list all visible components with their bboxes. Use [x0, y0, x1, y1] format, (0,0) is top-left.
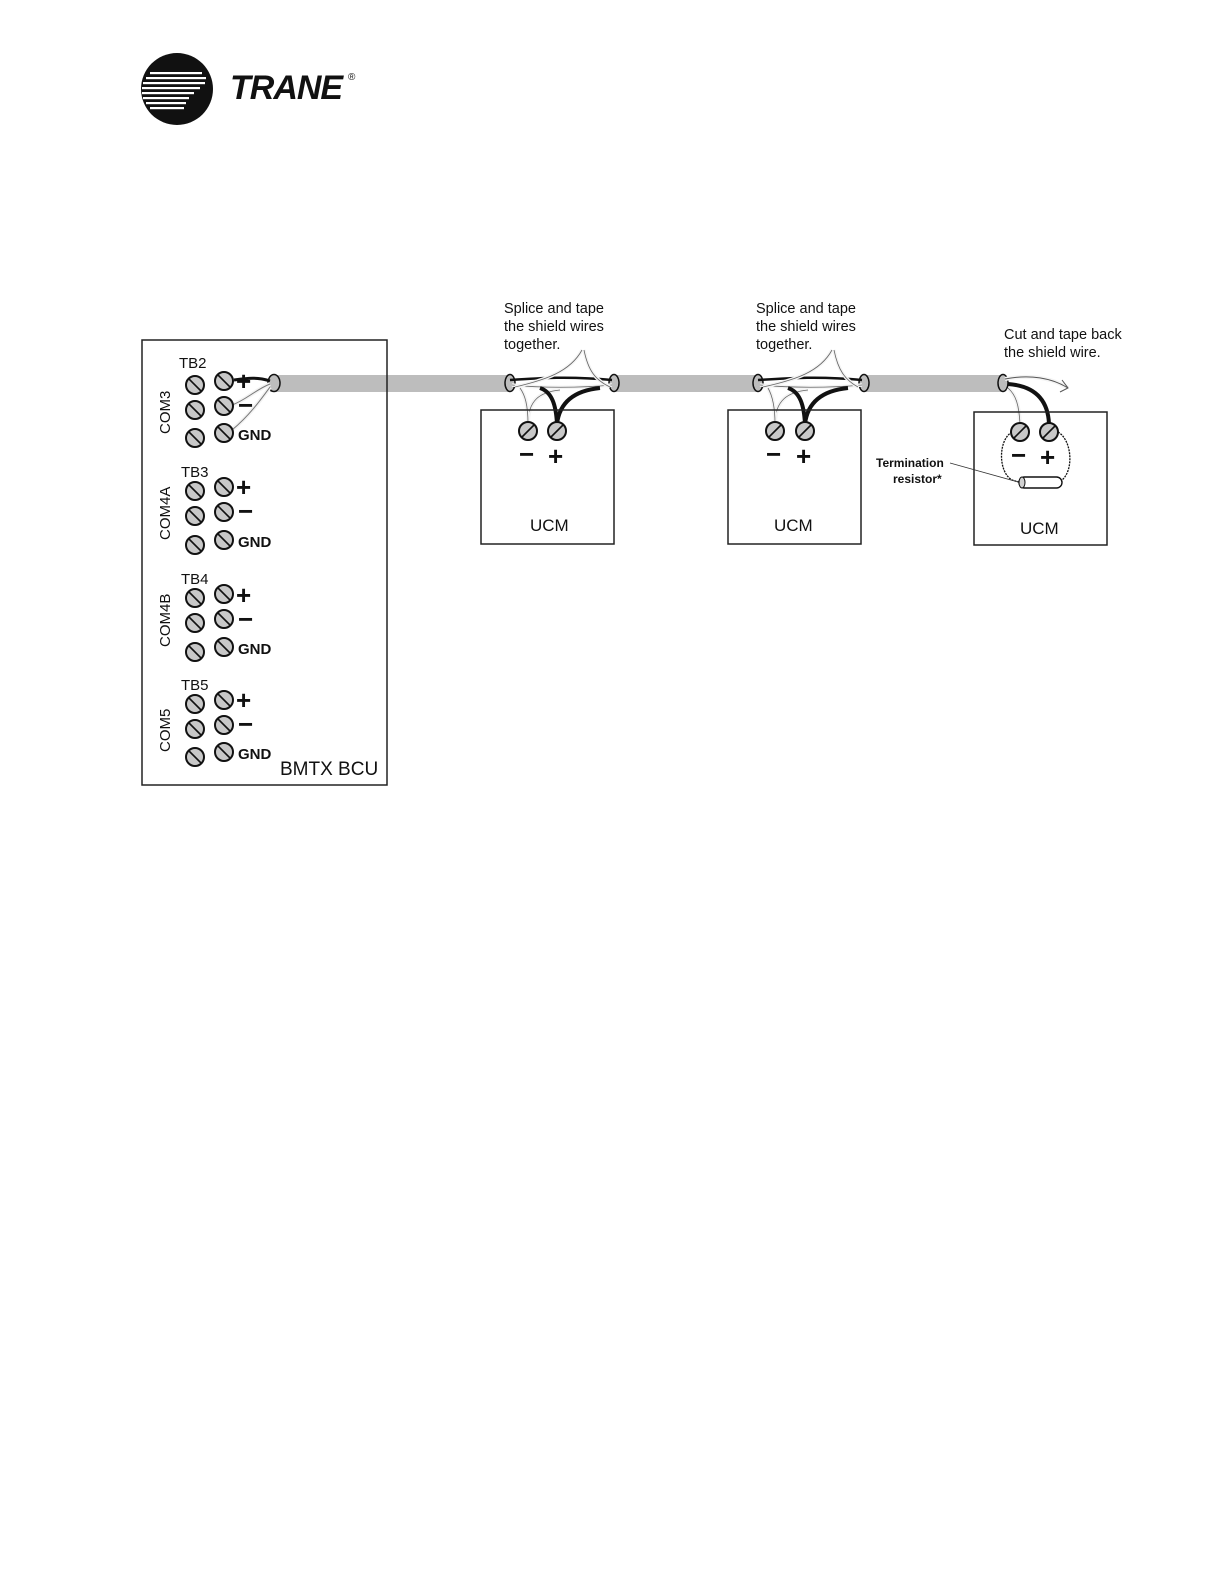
screw-column-right [215, 478, 233, 549]
resistor-lead-right [1058, 432, 1070, 480]
com-port-label: COM4B [157, 594, 174, 647]
ucm-3: − + UCM [974, 412, 1107, 545]
ucm-label: UCM [1020, 519, 1059, 538]
plus-sign: + [796, 441, 811, 471]
screw-column-right [215, 372, 233, 442]
screw-column-left [186, 482, 204, 554]
note-line: Splice and tape [504, 301, 604, 317]
screw-column-left [186, 589, 204, 661]
plus-sign: + [1040, 442, 1055, 472]
note-line: the shield wires [504, 319, 604, 335]
bcu-label: BMTX BCU [280, 759, 378, 780]
port-group-com4b: TB4 COM4B + − GND [157, 571, 272, 661]
ucm-1: − + UCM [481, 410, 614, 544]
com-port-label: COM4A [157, 487, 174, 540]
terminal-block-label: TB3 [181, 464, 209, 481]
note-line: resistor* [893, 472, 942, 486]
gnd-label: GND [238, 534, 272, 551]
cable-end [505, 375, 515, 392]
cable-end [609, 375, 619, 392]
note-line: together. [504, 337, 560, 353]
terminal-block-label: TB4 [181, 571, 209, 588]
note-line: Splice and tape [756, 301, 856, 317]
note-termination-resistor: Termination resistor* [876, 456, 1018, 486]
gnd-label: GND [238, 427, 272, 444]
minus-sign: − [766, 439, 781, 469]
end-of-line-wires [1005, 377, 1068, 424]
note-line: the shield wires [756, 319, 856, 335]
port-group-com3: TB2 COM3 + − GND [157, 355, 272, 447]
bcu-box [142, 340, 387, 785]
port-group-com4a: TB3 COM4A + − GND [157, 464, 272, 554]
note-splice-1: Splice and tape the shield wires togethe… [504, 301, 604, 353]
port-group-com5: TB5 COM5 + − GND [157, 677, 272, 766]
ucm-2: − + UCM [728, 410, 861, 544]
ucm-label: UCM [774, 516, 813, 535]
minus-sign: − [1011, 440, 1026, 470]
leader-line [950, 463, 1018, 482]
note-line: Cut and tape back [1004, 327, 1122, 343]
note-splice-2: Splice and tape the shield wires togethe… [756, 301, 856, 353]
plus-sign: + [548, 441, 563, 471]
note-line: the shield wire. [1004, 345, 1101, 361]
cable-segment-3 [862, 375, 1002, 392]
screw-column-left [186, 376, 204, 447]
minus-sign: − [238, 496, 253, 526]
splice-1-wires [510, 350, 612, 424]
cable-segment-2 [612, 375, 758, 392]
gnd-label: GND [238, 746, 272, 763]
minus-sign: − [238, 604, 253, 634]
screw-column-right [215, 691, 233, 761]
ucm-label: UCM [530, 516, 569, 535]
cable-end [859, 375, 869, 392]
note-cut-shield: Cut and tape back the shield wire. [1004, 327, 1122, 361]
screw-column-left [186, 695, 204, 766]
minus-sign: − [238, 390, 253, 420]
screw-column-right [215, 585, 233, 656]
minus-sign: − [519, 439, 534, 469]
note-line: together. [756, 337, 812, 353]
terminal-block-label: TB2 [179, 355, 207, 372]
cable-segment-1 [270, 375, 510, 392]
cable-end [753, 375, 763, 392]
note-line: Termination [876, 456, 944, 470]
com-port-label: COM5 [157, 709, 174, 752]
minus-sign: − [238, 709, 253, 739]
gnd-label: GND [238, 641, 272, 658]
com-port-label: COM3 [157, 391, 174, 434]
splice-2-wires [758, 350, 862, 424]
terminal-block-label: TB5 [181, 677, 209, 694]
